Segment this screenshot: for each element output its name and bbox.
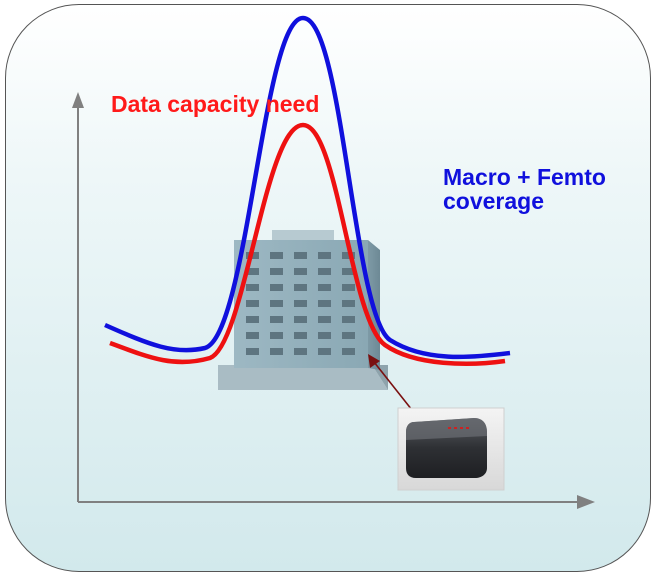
y-axis [72,92,84,502]
coverage-label: Macro + Femto coverage [443,165,606,213]
pointer-arrow [368,354,413,411]
capacity-label: Data capacity need [111,91,320,117]
office-building-icon [218,230,388,390]
coverage-curve [104,15,511,360]
x-axis [78,495,595,509]
femtocell-device-icon [397,407,505,491]
coverage-label-line-1: Macro + Femto [443,164,606,190]
capacity-curve [109,122,506,366]
coverage-label-line-2: coverage [443,188,545,214]
